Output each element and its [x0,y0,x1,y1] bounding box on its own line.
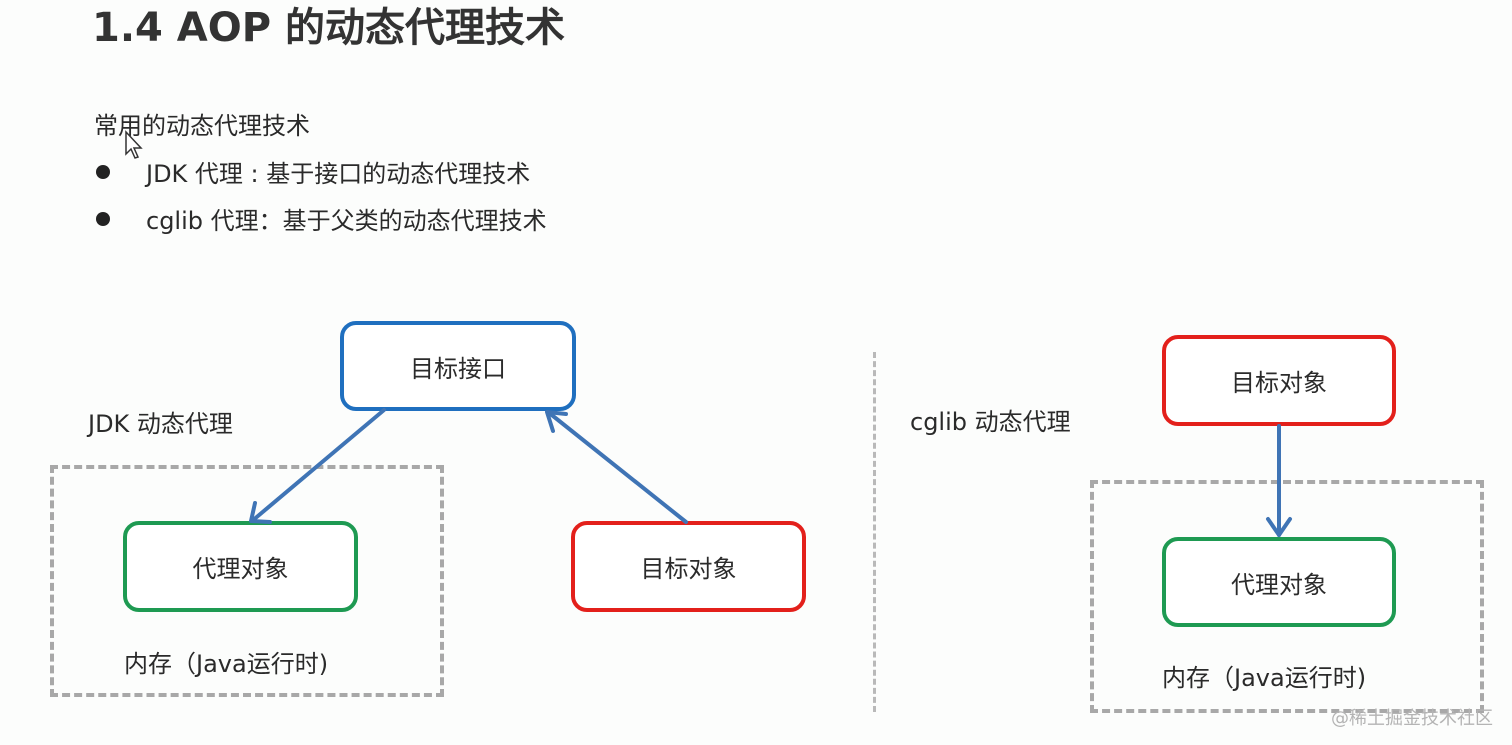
watermark: @稀土掘金技术社区 [1331,708,1493,729]
jdk-proxy-object-node: 代理对象 [123,521,358,612]
cglib-target-object-node: 目标对象 [1162,335,1396,426]
node-label: 目标对象 [1231,369,1327,397]
section-divider [873,352,876,712]
bullet-item-jdk: JDK 代理 : 基于接口的动态代理技术 [94,158,530,190]
mouse-cursor-icon [125,130,143,159]
node-label: 代理对象 [1231,570,1327,599]
node-label: 目标接口 [410,354,506,383]
cglib-memory-label: 内存（Java运行时) [1162,664,1367,692]
cglib-diagram-label: cglib 动态代理 [910,408,1071,436]
slide-title: 1.4 AOP 的动态代理技术 [92,5,565,51]
jdk-diagram-label: JDK 动态代理 [88,410,233,438]
cglib-proxy-object-node: 代理对象 [1162,537,1396,627]
jdk-memory-label: 内存（Java运行时) [124,650,329,678]
bullet-text: JDK 代理 : 基于接口的动态代理技术 [146,160,531,188]
bullet-icon [96,212,110,226]
cglib-memory-region [1090,480,1484,713]
bullet-icon [96,165,110,179]
bullet-text: cglib 代理：基于父类的动态代理技术 [146,207,547,235]
arrowhead-icon [545,410,568,433]
jdk-memory-region [50,465,444,697]
node-label: 代理对象 [192,555,289,583]
bullet-item-cglib: cglib 代理：基于父类的动态代理技术 [94,205,547,237]
jdk-target-object-node: 目标对象 [571,521,806,612]
jdk-target-interface-node: 目标接口 [340,321,576,411]
node-label: 目标对象 [640,555,737,583]
arrow-target-to-interface [546,410,688,524]
